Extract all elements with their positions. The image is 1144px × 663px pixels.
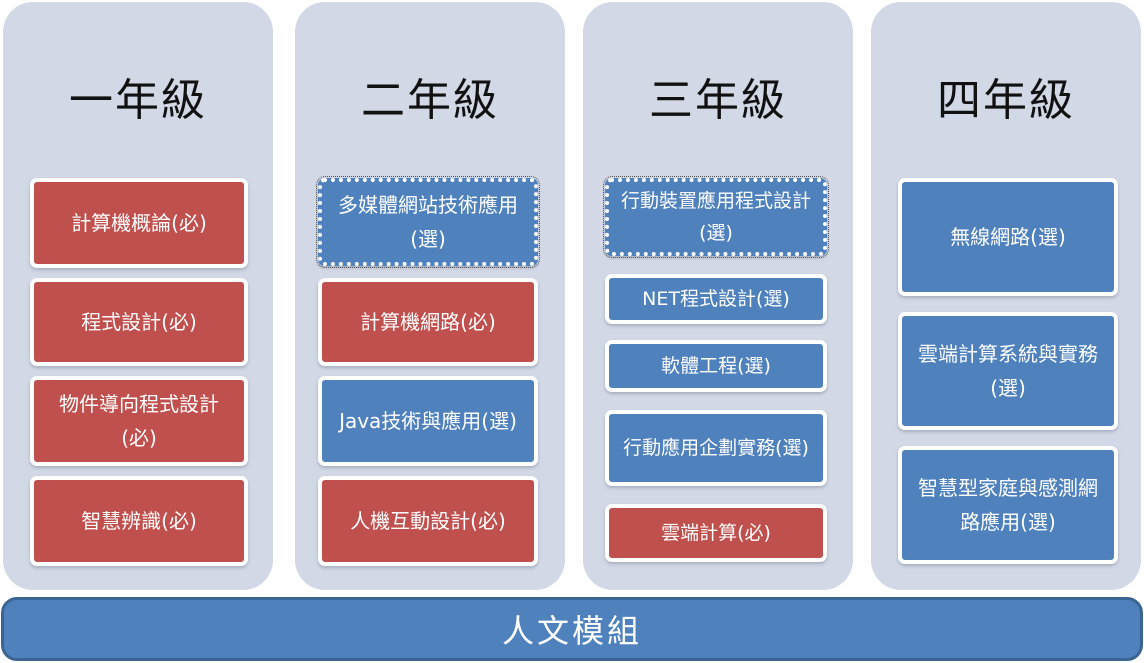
year-2-column: 二年級 多媒體網站技術應用(選) 計算機網路(必) Java技術與應用(選) 人… bbox=[295, 2, 565, 590]
year-1-column: 一年級 計算機概論(必) 程式設計(必) 物件導向程式設計(必) 智慧辨識(必) bbox=[3, 2, 273, 590]
course-year2-1: 多媒體網站技術應用(選) bbox=[316, 176, 540, 268]
year-1-title: 一年級 bbox=[69, 75, 207, 126]
course-year3-4: 行動應用企劃實務(選) bbox=[605, 410, 827, 486]
course-year3-2: NET程式設計(選) bbox=[605, 274, 827, 324]
course-year1-2: 程式設計(必) bbox=[30, 278, 248, 366]
course-year2-3: Java技術與應用(選) bbox=[318, 376, 538, 466]
year-4-title: 四年級 bbox=[937, 75, 1075, 126]
course-year4-1: 無線網路(選) bbox=[898, 178, 1118, 296]
course-year3-1: 行動裝置應用程式設計(選) bbox=[603, 176, 829, 258]
course-year2-2: 計算機網路(必) bbox=[318, 278, 538, 366]
course-year1-3: 物件導向程式設計(必) bbox=[30, 376, 248, 466]
course-year4-3: 智慧型家庭與感測網路應用(選) bbox=[898, 446, 1118, 564]
year-2-title: 二年級 bbox=[361, 75, 499, 126]
course-year3-3: 軟體工程(選) bbox=[605, 340, 827, 392]
course-year1-1: 計算機概論(必) bbox=[30, 178, 248, 268]
humanities-module-bar: 人文模組 bbox=[1, 597, 1143, 661]
year-3-column: 三年級 行動裝置應用程式設計(選) NET程式設計(選) 軟體工程(選) 行動應… bbox=[583, 2, 853, 590]
course-year1-4: 智慧辨識(必) bbox=[30, 476, 248, 566]
year-4-column: 四年級 無線網路(選) 雲端計算系統與實務(選) 智慧型家庭與感測網路應用(選) bbox=[871, 2, 1141, 590]
course-year2-4: 人機互動設計(必) bbox=[318, 476, 538, 566]
course-year3-5: 雲端計算(必) bbox=[605, 504, 827, 562]
course-year4-2: 雲端計算系統與實務(選) bbox=[898, 312, 1118, 430]
year-3-title: 三年級 bbox=[649, 75, 787, 126]
